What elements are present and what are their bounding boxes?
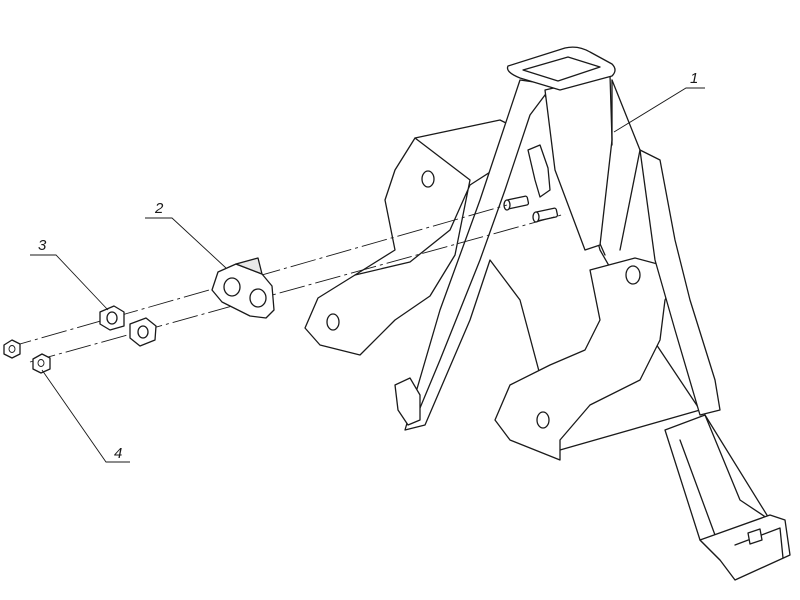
lower-leg-edge [704,414,771,521]
part-4-nut-a [3,339,21,359]
left-flange-hole-bottom [326,313,340,331]
leader-1 [613,87,705,133]
assembly-axis-lower [29,213,566,363]
right-gusset-hole-top [625,265,641,285]
part-4-nut-b [32,353,51,374]
callout-4: 4 [114,445,122,462]
foot-clip-slot [747,528,763,545]
leader-4 [41,369,130,463]
plate-hole-1 [223,277,241,297]
part-1-bracket [304,46,791,581]
stud-upper [503,195,530,211]
post-edge [611,79,641,251]
leg-foot-clip [699,514,791,581]
left-flange-edge [354,137,416,276]
callout-2: 2 [154,200,164,217]
top-handle-inner [522,56,601,82]
top-handle [506,46,616,91]
part-2-plate [211,257,275,319]
leader-3 [30,254,109,311]
right-gusset-hole-bottom [536,411,550,429]
part-3-bushing-a [99,305,125,331]
callout-1: 1 [690,70,698,87]
part-3-bushing-b [129,317,157,347]
frame-inner-edge [414,94,546,421]
lower-leg-edge-2 [679,439,716,536]
leader-2 [145,217,227,269]
plate-hole-2 [249,288,267,308]
callout-3: 3 [38,237,47,254]
left-flange-hole-top [421,170,435,188]
right-side-plate [639,149,721,416]
left-foot-block [394,377,421,426]
frame-slot-cutout [527,144,551,198]
